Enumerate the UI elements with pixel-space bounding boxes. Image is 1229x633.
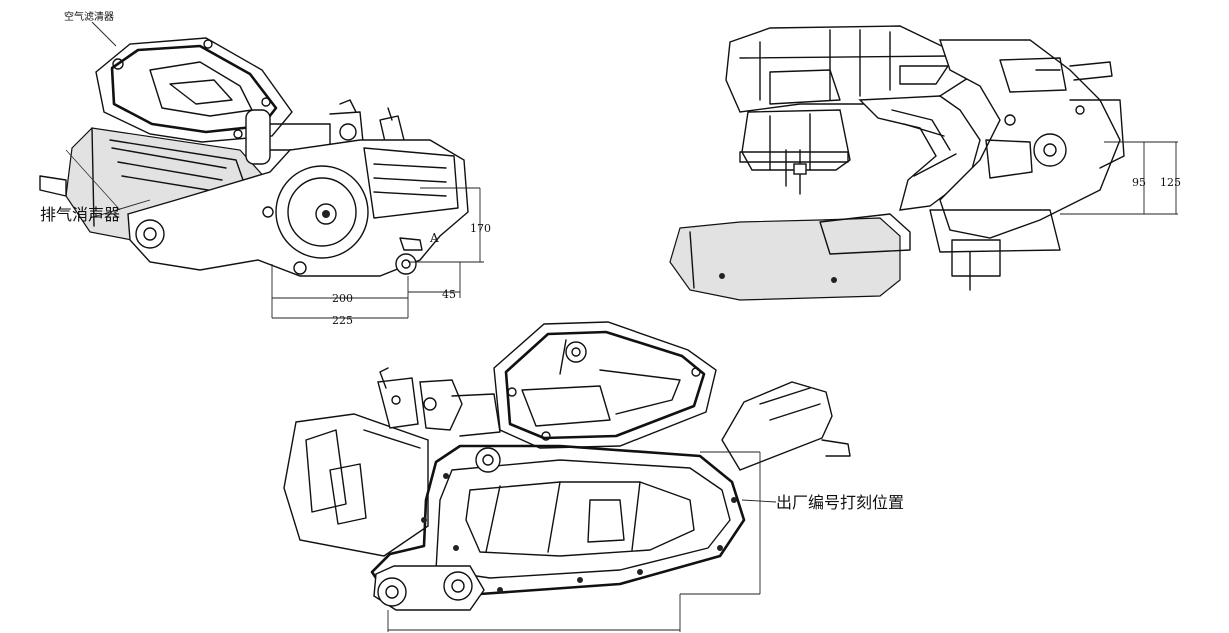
dim-45: 45 [442,288,456,301]
rear-muffler [669,213,911,301]
left-dimensions [387,451,777,632]
rear-cylinder [739,109,851,195]
dim-200: 200 [332,292,353,305]
side-view: 空气滤清器 排气消声器 170 A 200 225 45 [39,10,491,327]
serial-number-label: 出厂编号打刻位置 [776,493,904,512]
left-carburetor [377,367,501,437]
dim-point-a: A [429,231,439,245]
air-filter-label: 空气滤清器 [64,10,114,23]
rear-air-filter [725,25,969,113]
left-view: 出厂编号打刻位置 [283,321,904,632]
left-air-filter [493,321,717,449]
side-crankcase [127,139,469,277]
dim-125: 125 [1160,176,1181,189]
dim-225: 225 [332,314,353,327]
rear-view: 95 125 [669,25,1181,301]
left-gear-case [283,413,429,557]
side-dimensions [271,187,484,319]
muffler-label: 排气消声器 [40,205,120,224]
rear-dimensions [1060,141,1178,215]
dim-170: 170 [470,222,491,235]
dim-95: 95 [1132,176,1146,189]
left-cvt-cover [370,444,746,611]
rear-engine-cluster [929,39,1125,291]
rear-intake [858,95,981,211]
left-muffler [721,381,851,471]
